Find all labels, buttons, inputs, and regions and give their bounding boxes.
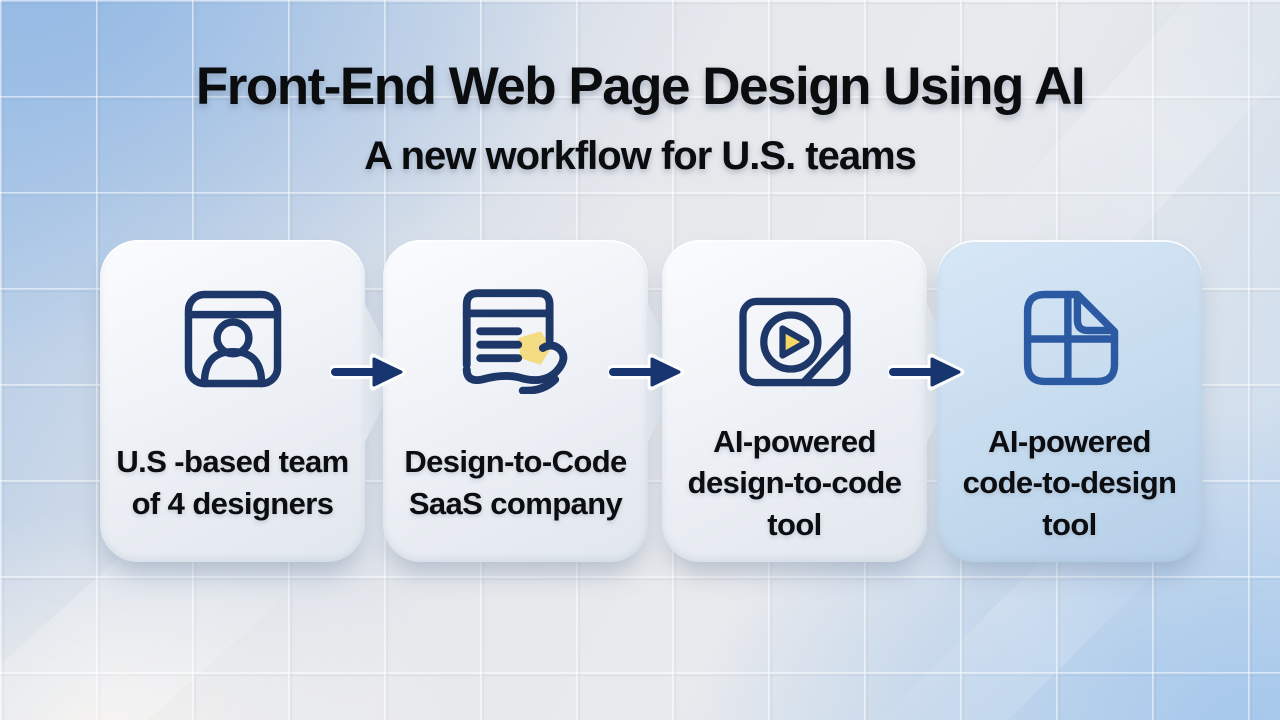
layout-page-icon bbox=[1017, 286, 1123, 392]
user-card-icon bbox=[180, 286, 286, 392]
video-play-icon bbox=[736, 290, 854, 394]
step-card-designers: U.S -based team of 4 designers bbox=[100, 240, 365, 562]
step-card-code-to-design-tool: AI-powered code-to-design tool bbox=[937, 240, 1202, 562]
step-card-design-to-code-tool: AI-powered design-to-code tool bbox=[662, 240, 927, 562]
right-arrow-icon bbox=[606, 352, 686, 392]
step-label: U.S -based team of 4 designers bbox=[116, 444, 349, 521]
page-subtitle: A new workflow for U.S. teams bbox=[364, 134, 917, 178]
step-label: Design-to-Code SaaS company bbox=[404, 444, 627, 521]
document-hand-icon bbox=[453, 282, 579, 395]
right-arrow-icon bbox=[886, 352, 966, 392]
step-card-saas-company: Design-to-Code SaaS company bbox=[383, 240, 648, 562]
step-label: AI-powered design-to-code tool bbox=[687, 423, 902, 542]
page-title: Front-End Web Page Design Using AI bbox=[195, 57, 1086, 116]
right-arrow-icon bbox=[328, 352, 408, 392]
step-label: AI-powered code-to-design tool bbox=[962, 423, 1177, 542]
